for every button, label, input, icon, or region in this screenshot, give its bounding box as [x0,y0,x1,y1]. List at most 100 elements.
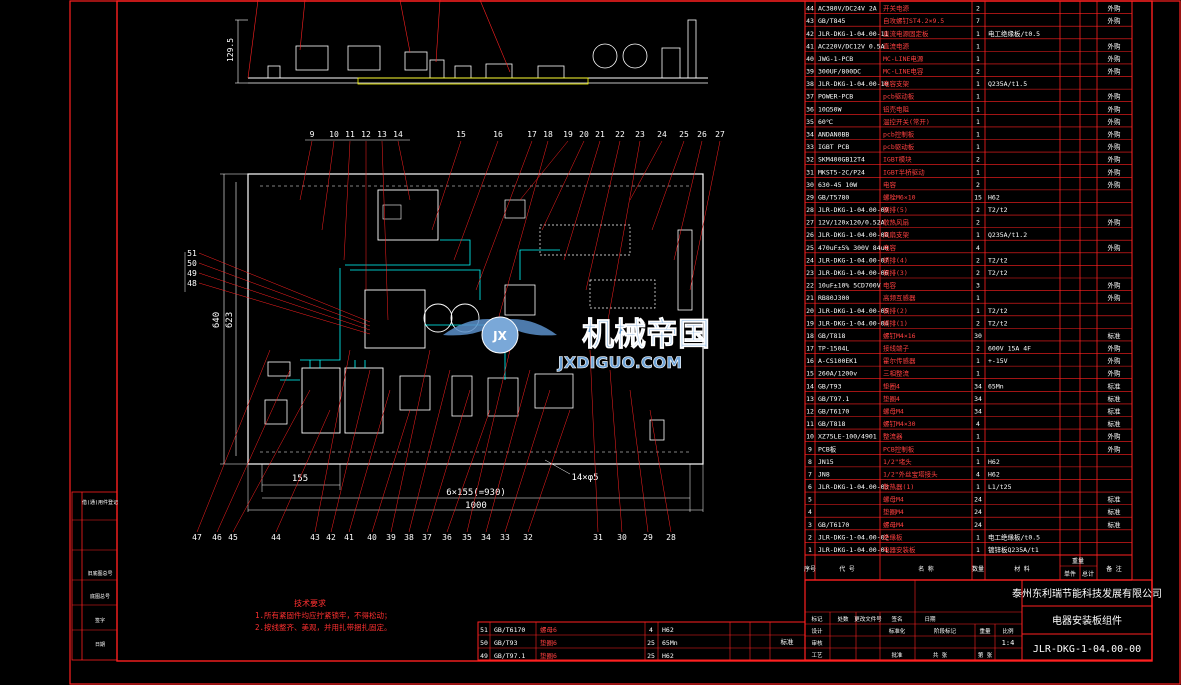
bom-cell-q: 1 [976,118,980,126]
bom-cell-code: GB/T845 [818,17,845,25]
bom-header-weight: 重量 [1072,557,1084,565]
bom-cell-name: IGBT半桥驱动 [883,167,925,176]
balloon-bottom: 37 [422,533,432,542]
bom-cell-code: A-CS100EK1 [818,357,857,365]
bom-cell-code: 300UF/800DC [818,68,861,76]
bom-cell-note: 外购 [1108,432,1122,441]
bom-cell-code: JLR-DKG-1-04.00-03 [818,483,889,491]
bom-cell-mat: Q235A/t1.2 [988,231,1027,239]
bom-cell-q: 2 [976,319,980,327]
bom-cell-note: 标准 [1108,507,1122,516]
balloon-top: 26 [697,130,707,139]
bom-cell-q: 1 [976,231,980,239]
inner-frame [116,0,1153,662]
bom-cell-note: 外购 [1108,67,1122,76]
bom-cell-code: SKM400GB12T4 [818,156,865,164]
balloon-top: 10 [329,130,339,139]
bom-cell-n: 29 [806,193,814,201]
tb-label-mark: 标记 [811,615,823,623]
bom-bottom-cell-name: 垫圈6 [540,638,557,647]
bom-cell-name: 螺钉M4×16 [883,331,916,340]
balloon-bottom: 30 [617,533,627,542]
balloon-bottom: 35 [462,533,472,542]
bom-cell-name: 1/2"外丝宝塔接头 [883,469,938,478]
tb-label-process: 工艺 [811,652,823,659]
bom-cell-name: 散热器(1) [883,482,914,491]
tb-company: 泰州东利瑞节能科技发展有限公司 [1012,587,1162,600]
dim-top-height: 129.5 [226,38,235,62]
bom-cell-code: JLR-DKG-1-04.00-02 [818,533,889,541]
bom-cell-n: 6 [808,483,812,491]
bom-cell-code: TP-1504L [818,345,849,353]
bom-cell-note: 外购 [1108,281,1122,290]
bom-cell-code: JLR-DKG-1-04.00-11 [818,30,889,38]
bom-bottom-cell-n: 51 [480,626,488,634]
bom-bottom-cell-q: 25 [647,639,655,647]
bom-cell-name: 螺钉M4×30 [883,419,916,428]
bom-cell-n: 42 [806,30,814,38]
bom-cell-n: 11 [806,420,814,428]
bom-cell-q: 15 [974,193,982,201]
bom-cell-q: 3 [976,282,980,290]
balloon-top: 13 [377,130,387,139]
bom-cell-note: 外购 [1108,4,1122,13]
bom-cell-note: 外购 [1108,356,1122,365]
bom-bottom-cell-mat: 65Mn [662,639,678,647]
balloon-bottom: 29 [643,533,653,542]
tb-label-date: 日期 [924,616,936,623]
strip-label-1: 借(通)用件登记 [82,499,118,506]
bom-cell-name: 直流电源 [883,41,910,50]
strip-label-2: 旧底图总号 [87,570,112,577]
svg-text:JX: JX [492,329,507,343]
bom-cell-n: 12 [806,408,814,416]
bom-cell-note: 外购 [1108,54,1122,63]
tb-scale-value: 1:4 [1002,639,1015,647]
bom-cell-code: JLR-DKG-1-04.00-05 [818,307,889,315]
tb-label-stage: 阶段标记 [934,627,957,635]
bom-cell-name: MC-LINE电源 [883,54,924,63]
bom-cell-n: 26 [806,231,814,239]
strip-label-3: 底图总号 [90,593,110,600]
bom-cell-n: 19 [806,319,814,327]
balloon-left: 48 [187,279,197,288]
balloon-top: 15 [456,130,466,139]
bom-cell-n: 36 [806,105,814,113]
balloon-top: 11 [345,130,355,139]
tb-label-approve: 批准 [891,651,903,659]
bom-cell-code: 630-45 10W [818,181,857,189]
balloon-left: 51 [187,249,197,258]
bom-cell-q: 1 [976,30,980,38]
bom-cell-n: 20 [806,307,814,315]
bom-cell-q: 1 [976,55,980,63]
bom-cell-note: 外购 [1108,444,1122,453]
bom-cell-note: 外购 [1108,41,1122,50]
bom-header-mat: 材 料 [1014,565,1030,573]
bom-cell-code: GB/T818 [818,332,845,340]
bom-cell-name: 螺栓M6×10 [883,192,916,201]
bom-cell-name: 垫圈M4 [883,507,904,516]
bom-cell-n: 7 [808,470,812,478]
balloon-bottom: 31 [593,533,603,542]
bom-cell-code: JLR-DKG-1-04.00-07 [818,256,889,264]
bom-cell-name: 直流电源固定板 [883,29,929,38]
tb-title: 电器安装板组件 [1052,614,1122,627]
bom-cell-code: GB/T93 [818,382,842,390]
bom-cell-name: pcb驱动板 [883,92,915,101]
bom-cell-n: 22 [806,282,814,290]
bom-cell-name: 铜排(1) [883,318,908,327]
bom-cell-name: 螺母M4 [883,520,904,529]
bom-cell-n: 9 [808,445,812,453]
bom-cell-q: 1 [976,307,980,315]
balloon-bottom: 34 [481,533,491,542]
notes-title: 技术要求 [294,598,326,608]
bom-cell-n: 31 [806,168,814,176]
bom-cell-name: PCB控制板 [883,444,915,453]
watermark-cn: 机械帝国 [582,315,710,353]
bom-cell-note: 外购 [1108,369,1122,378]
bom-cell-q: 2 [976,269,980,277]
bom-bottom-cell-code: GB/T97.1 [494,652,525,660]
bom-cell-n: 44 [806,5,814,13]
